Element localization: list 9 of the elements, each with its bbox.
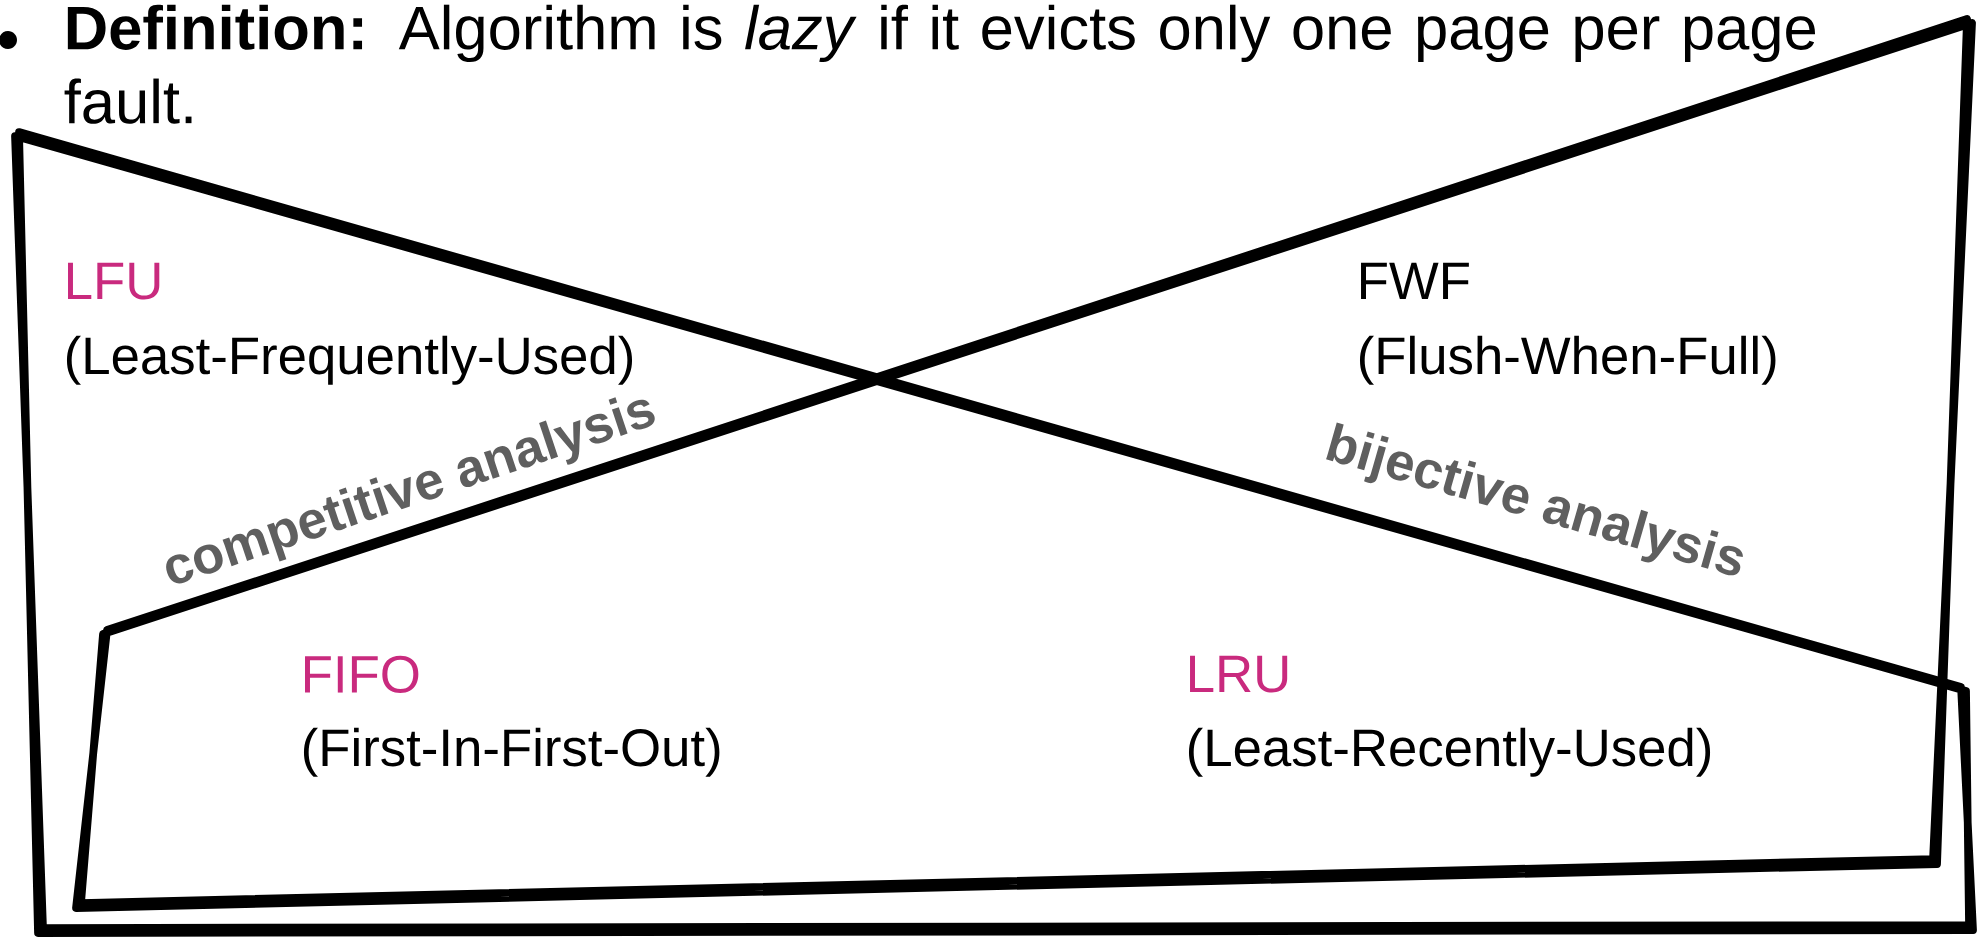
algorithm-label: LRU [1190, 655, 1288, 693]
algorithm-label: LFU [68, 262, 160, 300]
algorithm-label: FIFO [305, 655, 419, 694]
algorithm-label: (Flush-When-Full) [1360, 335, 1776, 385]
algorithm-label: (Least-Frequently-Used) [66, 335, 633, 385]
algorithm-label: (Least-Recently-Used) [1189, 727, 1711, 777]
definition-text: Definition: Algorithm is lazy if it evicts only one page per page fault. [64, 4, 1815, 124]
algorithm-label: FWF [1361, 262, 1469, 299]
algorithm-label: (First-In-First-Out) [303, 727, 720, 777]
